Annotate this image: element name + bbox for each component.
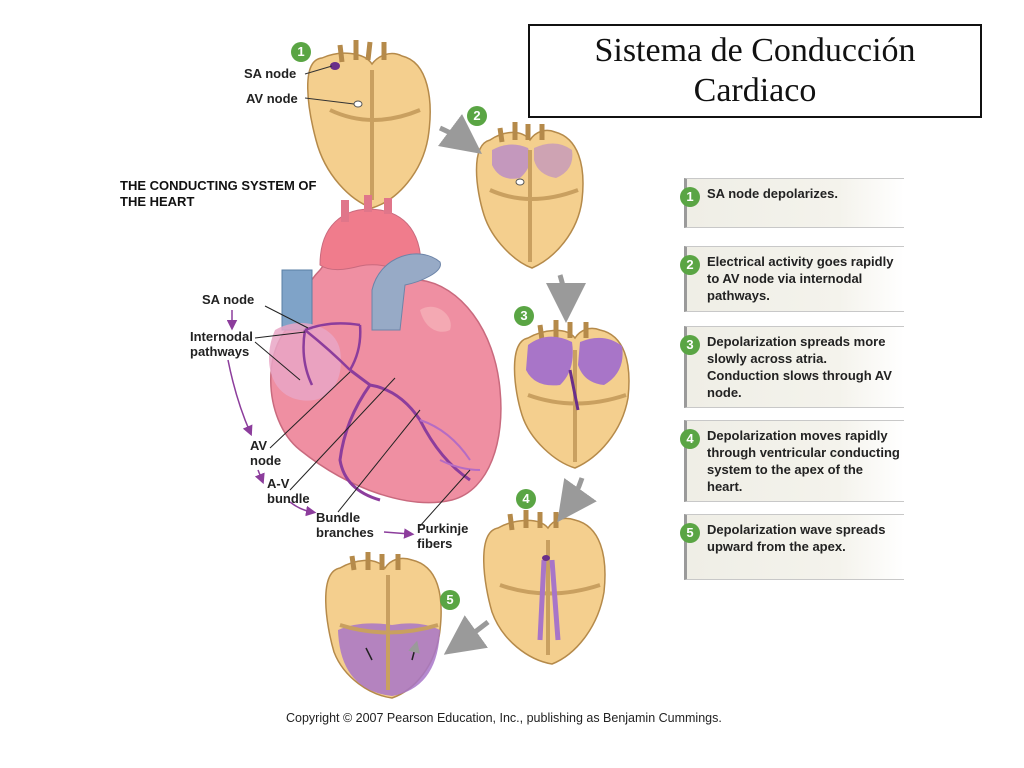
step-text-1: SA node depolarizes. [707,186,838,201]
sequence-arrow-4-5 [443,615,490,655]
step-box-4: 4 Depolarization moves rapidly through v… [680,420,904,502]
top-heart-sa-node-label: SA node [244,66,297,81]
purkinje-fibers-label: Purkinje fibers [417,521,469,551]
heart-stage-3 [513,320,630,469]
step-box-3: 3 Depolarization spreads more slowly acr… [680,326,904,408]
step-badge-2: 2 [680,255,700,275]
heart-badge-1: 1 [291,42,311,62]
heart-stage-1 [304,40,431,209]
av-bundle-label: A-V bundle [267,476,310,506]
step-text-4: Depolarization moves rapidly through ven… [707,428,900,494]
heart-stage-4 [483,510,606,665]
heart-badge-3: 3 [514,306,534,326]
main-sa-node-label: SA node [202,292,255,307]
step-badge-4: 4 [680,429,700,449]
heart-stage-2 [475,122,584,269]
step-text-5: Depolarization wave spreads upward from … [707,522,886,554]
step-badge-1: 1 [680,187,700,207]
step-box-2: 2 Electrical activity goes rapidly to AV… [680,246,904,312]
step-text-3: Depolarization spreads more slowly acros… [707,334,892,400]
step-badge-5: 5 [680,523,700,543]
step-box-1: 1 SA node depolarizes. [680,178,904,228]
sequence-arrow-2-3 [545,274,586,323]
step-text-2: Electrical activity goes rapidly to AV n… [707,254,894,303]
step-box-5: 5 Depolarization wave spreads upward fro… [680,514,904,580]
top-heart-av-node-label: AV node [246,91,298,106]
heart-badge-2: 2 [467,106,487,126]
slide-title: Sistema de Conducción Cardiaco [528,24,982,118]
bundle-branches-label: Bundle branches [316,510,374,540]
main-heart [268,195,502,504]
heart-stage-5 [325,552,442,699]
sequence-arrow-3-4 [557,477,597,523]
sequence-arrow-1-2 [438,114,483,154]
diagram-title: THE CONDUCTING SYSTEM OF THE HEART [120,178,317,209]
pathway-sequence-arrows [226,310,415,539]
internodal-pathways-label: Internodal pathways [190,329,253,359]
sa-node-dot-1 [330,62,340,70]
step-badge-3: 3 [680,335,700,355]
label-leader-lines [254,305,471,527]
heart-badge-5: 5 [440,590,460,610]
main-av-node-label: AV node [250,438,282,468]
heart-badge-4: 4 [516,489,536,509]
copyright-notice: Copyright © 2007 Pearson Education, Inc.… [286,711,722,725]
